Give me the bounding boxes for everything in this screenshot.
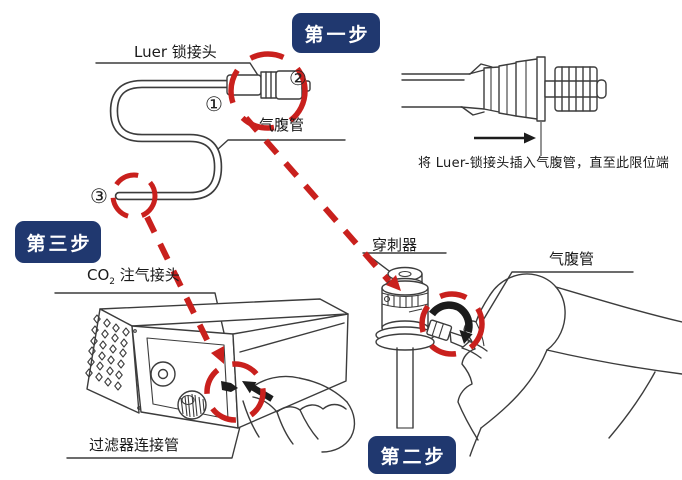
- insert-direction-arrow: [474, 132, 536, 144]
- red-highlight-circles: [110, 51, 485, 423]
- luer-lock-label: Luer 锁接头: [134, 43, 217, 61]
- limit-flange: [536, 56, 546, 122]
- red-arrowhead-trocar: [386, 275, 401, 291]
- highlight-circle-connector: [228, 51, 308, 131]
- hand-drawing-left: [242, 375, 356, 453]
- co2-port-label: CO2 注气接头: [87, 266, 180, 288]
- dashed-connector-step2: [243, 116, 392, 283]
- callout-number-3: ③: [90, 184, 108, 208]
- hand-drawing-right: [457, 273, 682, 457]
- step1-badge: 第一步: [292, 13, 380, 53]
- trocar-stopcock: [426, 319, 471, 348]
- co2-suffix: 注气接头: [115, 266, 180, 284]
- insufflation-tube-label-top: 气腹管: [259, 116, 305, 134]
- trocar-label: 穿刺器: [372, 236, 418, 254]
- callout-number-1: ①: [205, 92, 223, 116]
- leader-tube-right: [481, 271, 634, 323]
- step2-badge: 第二步: [368, 436, 456, 474]
- insufflation-tube-label-right: 气腹管: [549, 250, 595, 268]
- red-dashed-connectors: [144, 116, 401, 364]
- red-arrowhead-device: [211, 346, 224, 364]
- insufflator-device-drawing: [85, 298, 349, 429]
- inset-detail-drawing: [401, 56, 607, 156]
- device-knob: [177, 390, 207, 420]
- filter-tube-label: 过滤器连接管: [89, 436, 180, 454]
- black-rotate-arrow: [428, 301, 473, 344]
- leader-tube-top: [216, 139, 346, 151]
- highlight-circle-tube-end: [110, 172, 158, 220]
- co2-port-nipple: [221, 381, 238, 392]
- tube-into-hand: [461, 340, 488, 359]
- inset-caption: 将 Luer-锁接头插入气腹管，直至此限位端: [418, 156, 670, 171]
- step3-badge: 第三步: [15, 221, 101, 263]
- black-push-arrow: [242, 381, 274, 402]
- co2-prefix: CO: [87, 266, 110, 284]
- co2-subscript: 2: [109, 277, 116, 287]
- highlight-circle-stopcock: [419, 291, 485, 357]
- dashed-connector-step3: [144, 215, 213, 348]
- callout-number-2: ②: [289, 66, 307, 90]
- highlight-circle-device-port: [204, 361, 266, 423]
